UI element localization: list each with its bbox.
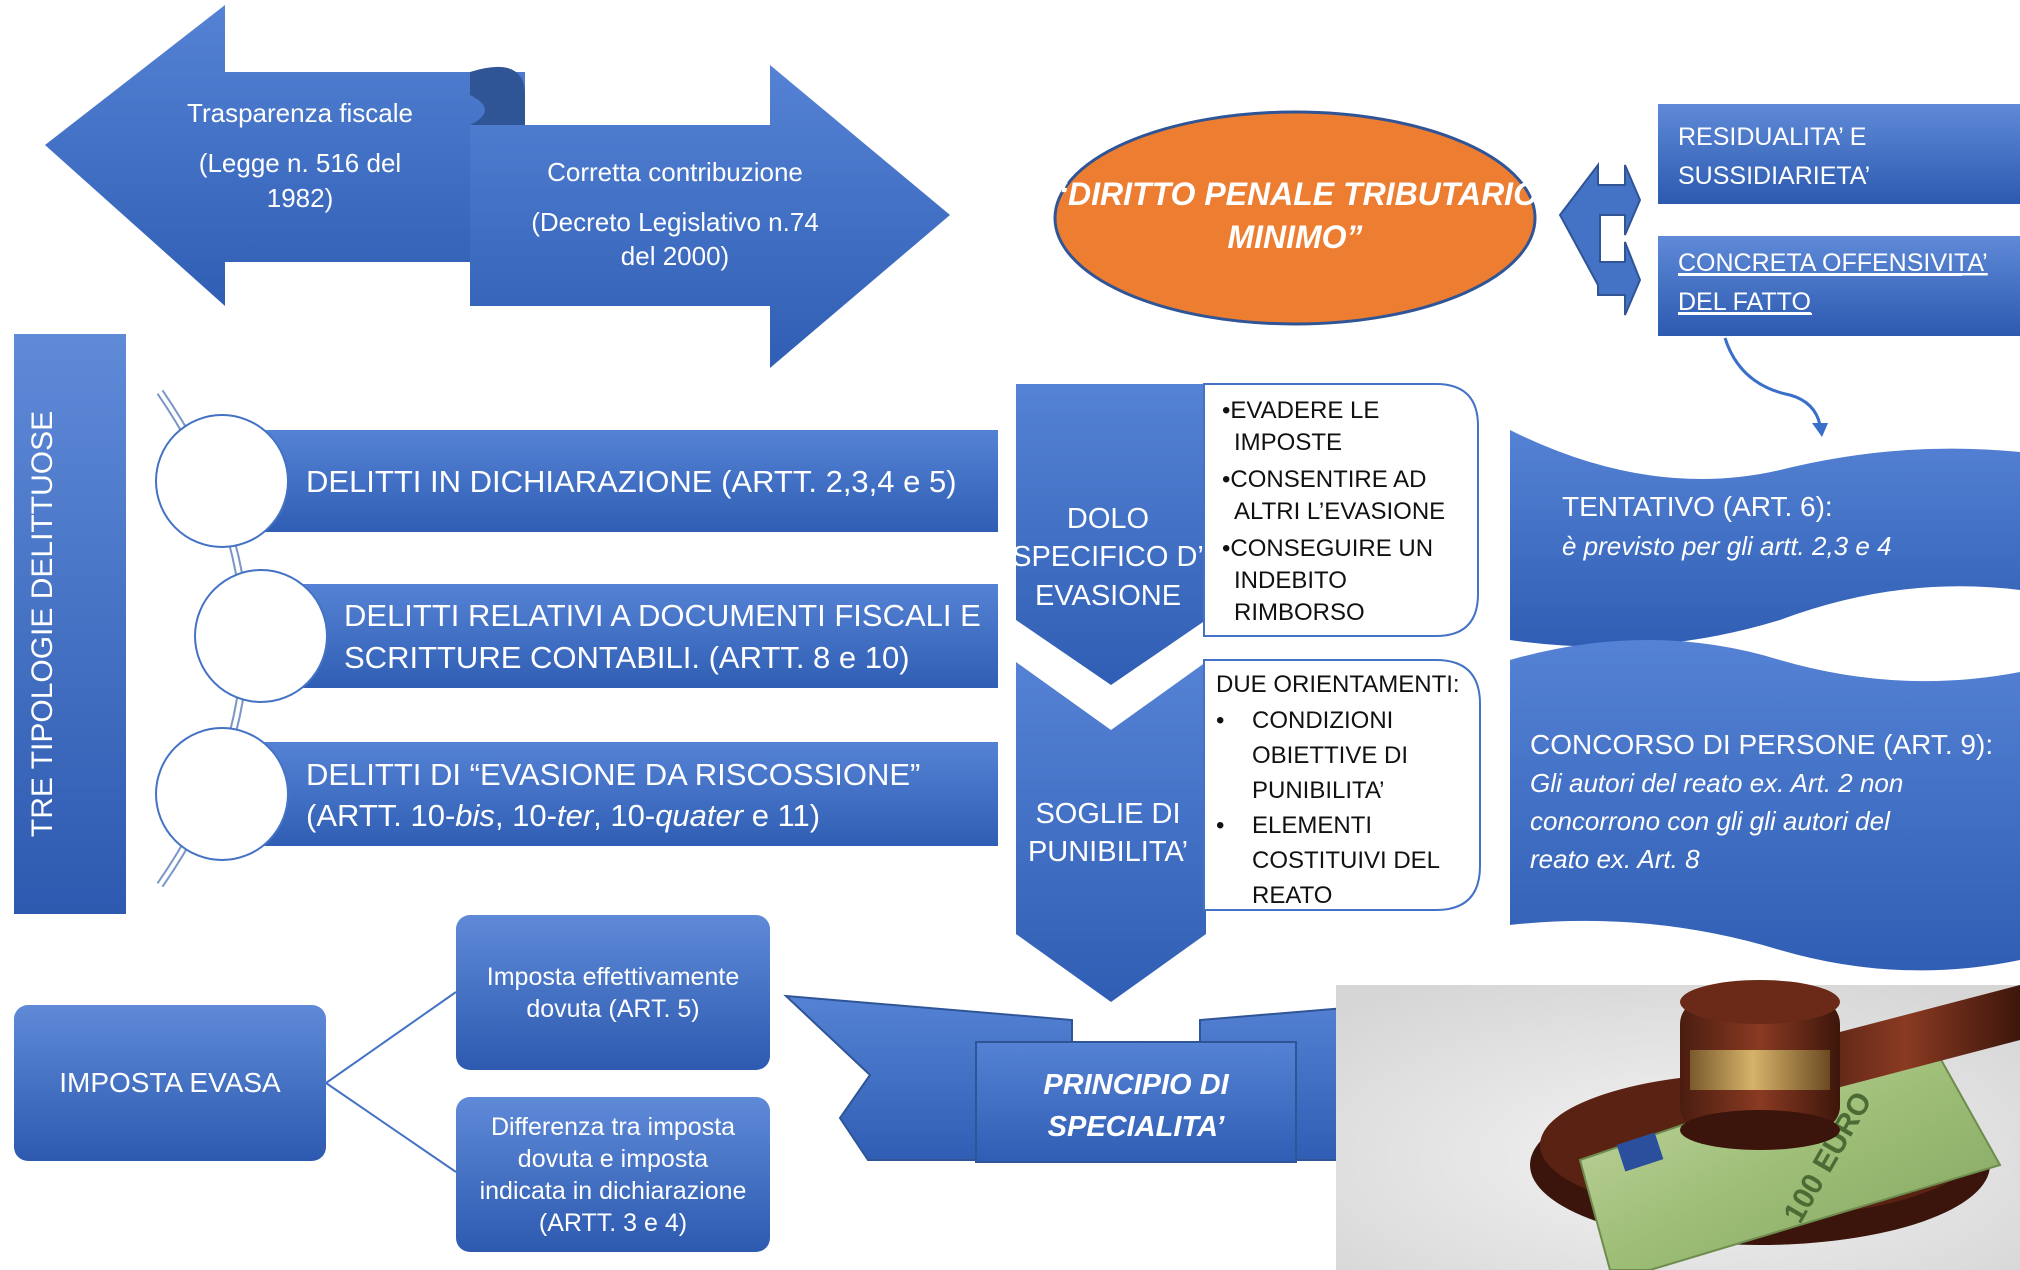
gavel-photo: 100 EURO [1336,980,2020,1270]
left-arrow-ref-line1: (Legge n. 516 del [199,148,401,178]
dolo-bullet-1b: IMPOSTE [1234,429,1342,456]
soglie-bullet-1-line3: PUNIBILITA’ [1252,777,1384,804]
concorso-title: CONCORSO DI PERSONE (ART. 9): [1530,729,1993,760]
typology-circle-2 [194,569,328,703]
soglie-bullet-1-line2: OBIETTIVE DI [1252,742,1408,769]
right-arrow-title: Corretta contribuzione [547,157,803,187]
typology-item-3-line1: DELITTI DI “EVASIONE DA RISCOSSIONE” [306,757,920,792]
residualita-line2: SUSSIDIARIETA’ [1678,162,1870,190]
dolo-bullet-3: •CONSEGUIRE UN [1222,535,1433,562]
dolo-bullet-3c: RIMBORSO [1234,599,1365,626]
typology-bar-1 [228,430,998,532]
dolo-label-line3: EVASIONE [1035,580,1181,612]
dolo-bullet-3b: INDEBITO [1234,567,1347,594]
soglie-bullet-2-line1: ELEMENTI [1252,812,1372,839]
typologies-vertical-bar [14,334,126,914]
right-arrow-shape [470,65,950,368]
soglie-bullet-2-line2: COSTITUIVI DEL [1252,847,1440,874]
concorso-line1: Gli autori del reato ex. Art. 2 non [1530,768,1903,798]
imposta-differenza-line2: dovuta e imposta [518,1145,708,1173]
imposta-dovuta-line2: dovuta (ART. 5) [526,995,699,1023]
left-arrow-ref-line2: 1982) [267,183,334,213]
offensivita-box [1658,236,2020,336]
typology-item-2-line2: SCRITTURE CONTABILI. (ARTT. 8 e 10) [344,640,910,675]
imposta-differenza-line1: Differenza tra imposta [491,1113,735,1141]
imposta-differenza-line4: (ARTT. 3 e 4) [539,1209,687,1237]
dolo-content-box [1203,383,1479,637]
specialita-line1: PRINCIPIO DI [1043,1069,1229,1101]
typology-bar-3 [228,742,998,846]
curved-connector-arrowhead [1812,423,1828,437]
dolo-label-line2: SPECIFICO D’ [1012,541,1204,573]
dolo-bullet-1: •EVADERE LE [1222,397,1379,424]
core-ellipse [1053,110,1537,326]
imposta-evasa-box [14,1005,326,1161]
soglie-bullet-1-line1: CONDIZIONI [1252,707,1393,734]
right-arrow-ref-line2: del 2000) [621,241,729,271]
typology-circle-3 [155,727,289,861]
typology-item-1: DELITTI IN DICHIARAZIONE (ARTT. 2,3,4 e … [306,464,957,499]
soglie-bullet-2-dot: • [1216,812,1224,839]
bent-double-arrow [1558,162,1642,316]
offensivita-line1: CONCRETA OFFENSIVITA’ [1678,249,1988,277]
soglie-heading: DUE ORIENTAMENTI: [1216,671,1460,698]
typology-bar-2 [260,584,998,688]
core-line2: MINIMO” [1227,219,1362,255]
concorso-banner [1510,640,2020,971]
left-arrow-title: Trasparenza fiscale [187,98,413,128]
soglie-label-line1: SOGLIE DI [1035,798,1180,830]
typology-circle-1 [155,414,289,548]
offensivita-line2: DEL FATTO [1678,288,1811,316]
curved-connector [1723,337,1822,426]
concorso-line2: concorrono con gli gli autori del [1530,806,1891,836]
residualita-line1: RESIDUALITA’ E [1678,123,1866,151]
soglie-bullet-2-line3: REATO [1252,882,1332,909]
specialita-ribbon [783,994,1493,1163]
soglie-label-line2: PUNIBILITA’ [1028,836,1188,868]
dolo-label-line1: DOLO [1067,503,1149,535]
tentativo-title: TENTATIVO (ART. 6): [1562,491,1833,522]
imposta-dovuta-line1: Imposta effettivamente [487,963,739,991]
soglie-chevron [1016,662,1206,1002]
soglie-content-box [1203,659,1481,911]
tentativo-text: è previsto per gli artt. 2,3 e 4 [1562,531,1892,561]
core-line1: “DIRITTO PENALE TRIBUTARIO [1052,176,1538,212]
tentativo-banner [1510,430,2020,647]
imposta-connector-bottom [325,1082,457,1173]
left-arrow-shape [45,5,525,306]
soglie-bullet-1-dot: • [1216,707,1224,734]
typologies-vertical-label: TRE TIPOLOGIE DELITTUOSE [26,411,59,837]
imposta-differenza-line3: indicata in dichiarazione [480,1177,747,1205]
dolo-chevron [1016,384,1206,685]
residualita-box [1658,104,2020,204]
imposta-evasa-label: IMPOSTA EVASA [59,1067,281,1098]
dolo-bullet-2: •CONSENTIRE AD [1222,466,1426,493]
specialita-line2: SPECIALITA’ [1048,1111,1226,1143]
typology-item-3-line2: (ARTT. 10-bis, 10-ter, 10-quater e 11) [306,798,820,833]
imposta-connector-top [325,991,457,1084]
dolo-bullet-2b: ALTRI L’EVASIONE [1234,498,1445,525]
typology-item-2-line1: DELITTI RELATIVI A DOCUMENTI FISCALI E [344,598,981,633]
concorso-line3: reato ex. Art. 8 [1530,844,1700,874]
right-arrow-ref-line1: (Decreto Legislativo n.74 [531,207,819,237]
imposta-differenza-box [456,1097,770,1252]
imposta-dovuta-box [456,915,770,1070]
